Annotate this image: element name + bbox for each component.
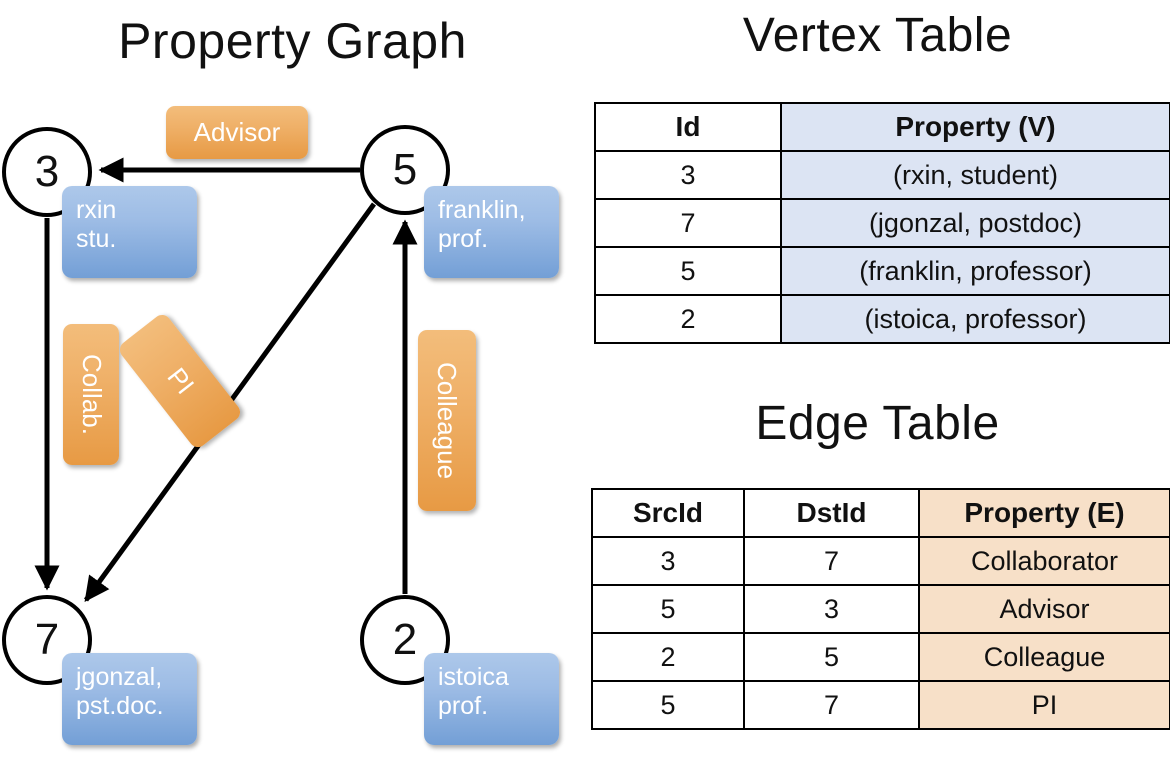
vertex-cell-id: 2: [594, 294, 782, 344]
property-graph-diagram: 3 5 7 2 rxin stu. franklin, prof. jgonza…: [2, 106, 559, 745]
edge-cell-property: Advisor: [918, 584, 1170, 634]
edge-col-header-dstid: DstId: [743, 488, 920, 538]
edge-label-text: Colleague: [432, 361, 463, 480]
edge-label-text: Collab.: [76, 354, 107, 435]
node-property-line: istoica: [438, 663, 509, 691]
edge-cell-property: Colleague: [918, 632, 1170, 682]
edge-cell-dst: 7: [743, 536, 920, 586]
table-row: 5 7 PI: [591, 680, 1170, 730]
vertex-col-header-id: Id: [594, 102, 782, 152]
node-property-box-3: rxin stu.: [62, 186, 197, 278]
vertex-cell-property: (rxin, student): [780, 150, 1170, 200]
table-row: 7 (jgonzal, postdoc): [594, 198, 1170, 248]
table-row: 2 5 Colleague: [591, 632, 1170, 682]
vertex-cell-id: 3: [594, 150, 782, 200]
table-row: 5 3 Advisor: [591, 584, 1170, 634]
edge-label-text: Advisor: [193, 117, 281, 147]
node-property-line: jgonzal,: [76, 663, 163, 691]
edge-cell-dst: 7: [743, 680, 920, 730]
edge-cell-src: 3: [591, 536, 745, 586]
edge-cell-dst: 5: [743, 632, 920, 682]
graph-edge-label-advisor: Advisor: [166, 106, 308, 159]
page-title-edge-table: Edge Table: [755, 397, 1000, 450]
node-property-line: franklin,: [438, 196, 526, 224]
page-title-property-graph: Property Graph: [118, 13, 467, 69]
vertex-table: Id Property (V) 3 (rxin, student) 7 (jgo…: [594, 102, 1170, 344]
table-row: 3 (rxin, student): [594, 150, 1170, 200]
node-property-line: rxin: [76, 196, 117, 224]
node-property-line: stu.: [76, 224, 117, 253]
vertex-cell-property: (istoica, professor): [780, 294, 1170, 344]
edge-table: SrcId DstId Property (E) 3 7 Collaborato…: [591, 488, 1170, 730]
edge-cell-src: 2: [591, 632, 745, 682]
node-property-line: prof.: [438, 224, 489, 253]
vertex-cell-property: (franklin, professor): [780, 246, 1170, 296]
vertex-col-header-property: Property (V): [780, 102, 1170, 152]
graph-node-2[interactable]: 2: [360, 595, 450, 685]
edge-cell-property: PI: [918, 680, 1170, 730]
graph-node-5[interactable]: 5: [360, 125, 450, 215]
vertex-cell-id: 7: [594, 198, 782, 248]
node-property-box-5: franklin, prof.: [424, 186, 559, 278]
table-header-row: SrcId DstId Property (E): [591, 488, 1170, 538]
edge-col-header-property: Property (E): [918, 488, 1170, 538]
vertex-cell-id: 5: [594, 246, 782, 296]
edge-col-header-srcid: SrcId: [591, 488, 745, 538]
edge-label-text: PI: [161, 361, 200, 400]
node-property-box-2: istoica prof.: [424, 653, 559, 745]
edge-cell-src: 5: [591, 680, 745, 730]
table-header-row: Id Property (V): [594, 102, 1170, 152]
graph-edge-label-collab: Collab.: [63, 324, 119, 465]
edge-cell-property: Collaborator: [918, 536, 1170, 586]
node-property-box-7: jgonzal, pst.doc.: [62, 653, 197, 745]
node-property-line: pst.doc.: [76, 691, 164, 720]
graph-edge-label-colleague: Colleague: [418, 330, 476, 511]
table-row: 3 7 Collaborator: [591, 536, 1170, 586]
table-row: 2 (istoica, professor): [594, 294, 1170, 344]
vertex-cell-property: (jgonzal, postdoc): [780, 198, 1170, 248]
table-row: 5 (franklin, professor): [594, 246, 1170, 296]
node-property-line: prof.: [438, 691, 489, 720]
edge-cell-dst: 3: [743, 584, 920, 634]
edge-cell-src: 5: [591, 584, 745, 634]
page-title-vertex-table: Vertex Table: [742, 9, 1013, 62]
